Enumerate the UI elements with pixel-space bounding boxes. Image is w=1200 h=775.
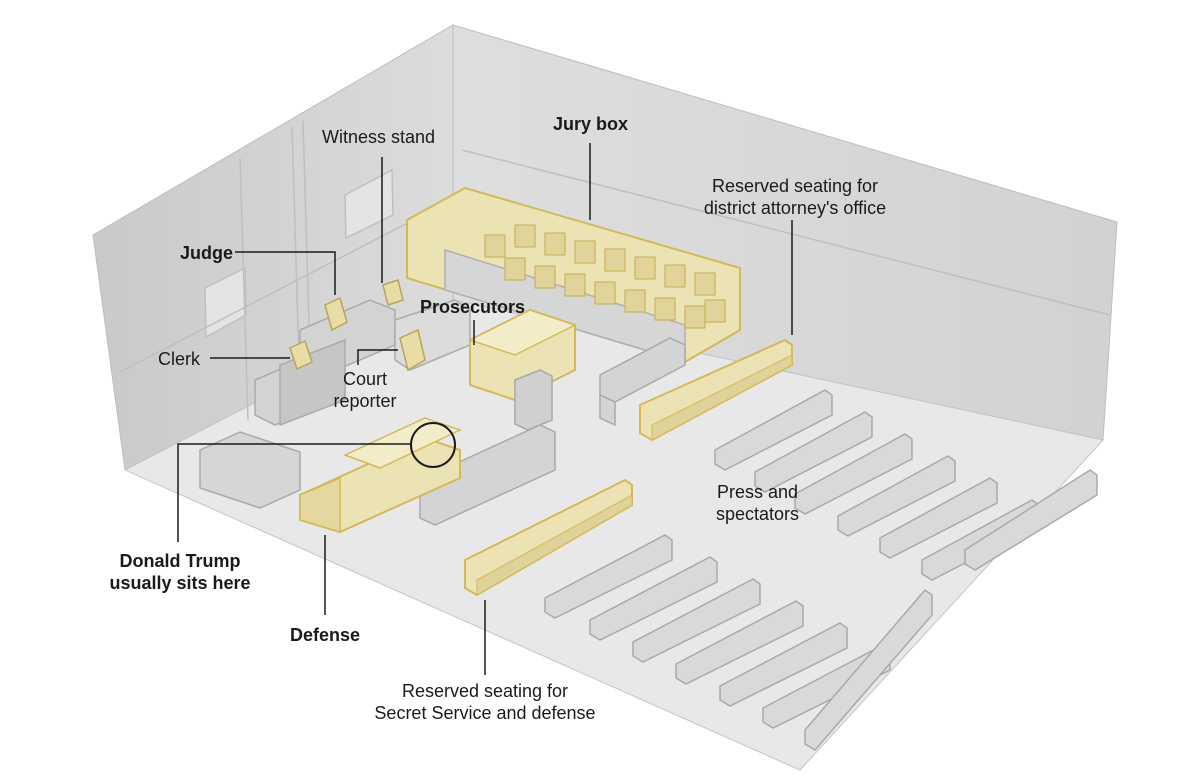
- label-press-spectators: Press and spectators: [700, 481, 815, 525]
- judge-bench: [254, 299, 471, 427]
- reserved-bench-da: [639, 338, 793, 442]
- label-reserved-da-line1: Reserved seating for: [711, 176, 879, 196]
- bar-rail: [419, 337, 686, 526]
- label-press-line2: spectators: [715, 504, 800, 524]
- label-reserved-da: Reserved seating for district attorney's…: [690, 175, 900, 219]
- label-reserved-da-line2: district attorney's office: [703, 198, 887, 218]
- label-trump-line1: Donald Trump: [119, 551, 241, 571]
- label-prosecutors: Prosecutors: [420, 297, 526, 317]
- trump-seat-marker: [410, 422, 456, 468]
- label-jury-box: Jury box: [553, 114, 629, 134]
- label-court-reporter: Court reporter: [325, 368, 405, 412]
- label-judge: Judge: [180, 243, 234, 263]
- label-donald-trump: Donald Trump usually sits here: [100, 550, 260, 594]
- label-defense: Defense: [290, 625, 361, 645]
- jury-box: [406, 186, 741, 364]
- label-reserved-ss-line2: Secret Service and defense: [374, 703, 596, 723]
- spectator-benches: [544, 389, 1098, 751]
- leader-lines: [177, 143, 793, 675]
- label-trump-line2: usually sits here: [109, 573, 251, 593]
- defense-table: [299, 417, 462, 534]
- label-court-reporter-line2: reporter: [333, 391, 397, 411]
- defense-side-table: [199, 431, 301, 509]
- lectern: [514, 369, 553, 431]
- label-reserved-ss: Reserved seating for Secret Service and …: [355, 680, 615, 724]
- label-reserved-ss-line1: Reserved seating for: [401, 681, 569, 701]
- label-court-reporter-line1: Court: [342, 369, 387, 389]
- label-witness-stand: Witness stand: [322, 127, 436, 147]
- reserved-bench-ss: [464, 478, 633, 597]
- label-press-line1: Press and: [716, 482, 799, 502]
- label-clerk: Clerk: [158, 349, 201, 369]
- bench-chairs: [289, 279, 426, 372]
